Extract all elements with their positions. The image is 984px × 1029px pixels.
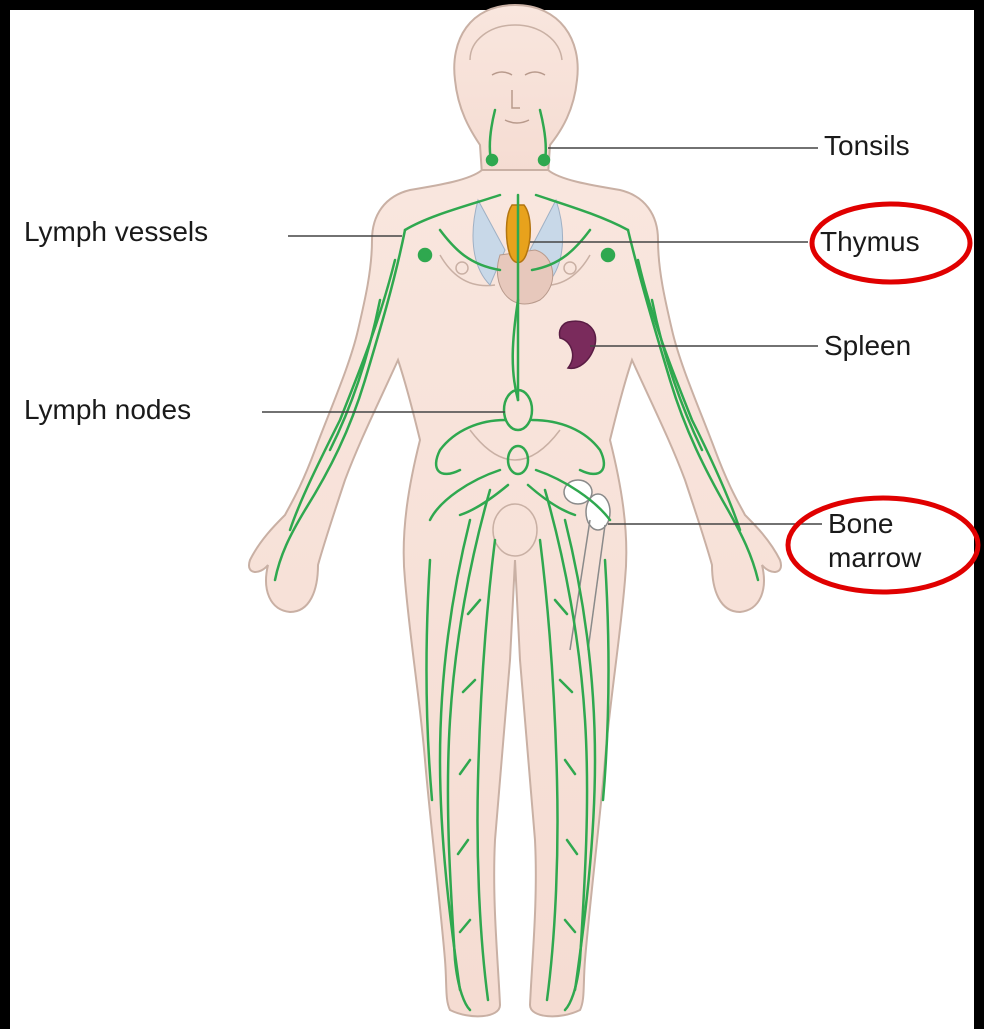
bone-marrow-label-line1: Bone <box>828 508 893 540</box>
tonsils-label: Tonsils <box>824 130 910 162</box>
body-silhouette <box>249 5 781 1016</box>
lymph-vessels-label: Lymph vessels <box>24 216 208 248</box>
bone-marrow-label-line2: marrow <box>828 542 921 574</box>
lymph-nodes-label: Lymph nodes <box>24 394 191 426</box>
thymus-label: Thymus <box>820 226 920 258</box>
spleen-label: Spleen <box>824 330 911 362</box>
